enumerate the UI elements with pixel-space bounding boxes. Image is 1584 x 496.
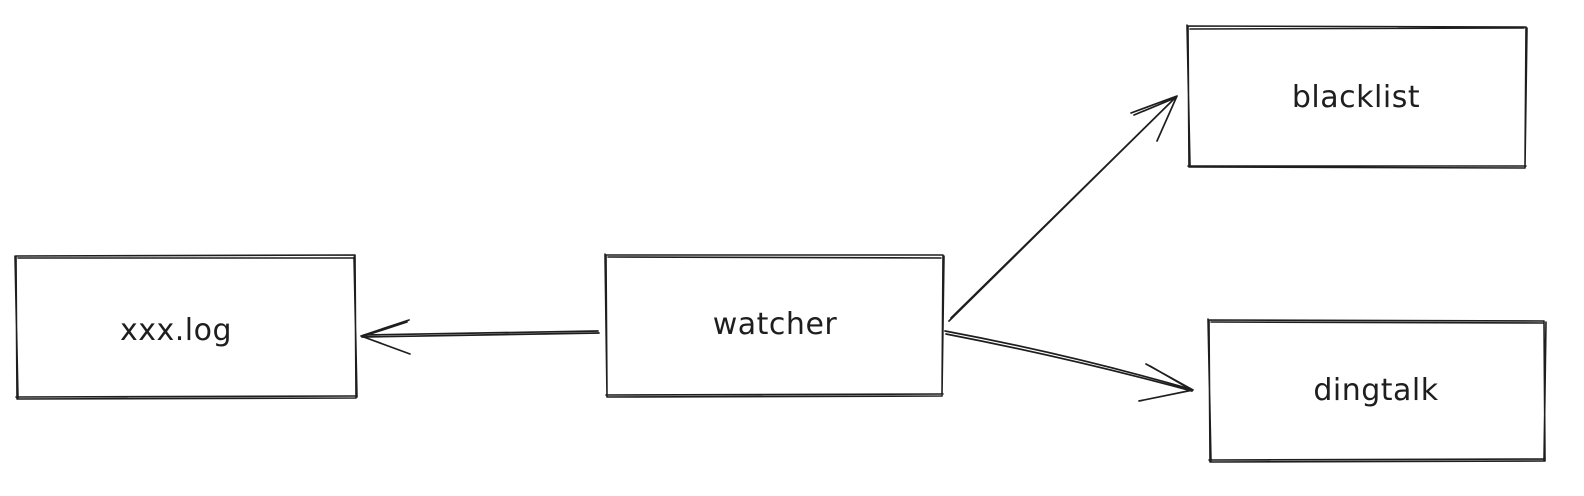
node-dingtalk-label: dingtalk: [1313, 373, 1438, 408]
edge-watcher-to-blacklist-arrowhead: [1130, 95, 1178, 142]
node-watcher-border: [604, 253, 945, 398]
edge-watcher-to-log-line: [361, 330, 600, 338]
node-blacklist-border: [1186, 24, 1528, 169]
node-blacklist-label: blacklist: [1292, 80, 1420, 115]
edge-watcher-to-log[interactable]: [360, 319, 600, 355]
node-watcher-label: watcher: [713, 307, 838, 342]
edge-watcher-to-blacklist-line: [948, 96, 1177, 322]
edge-watcher-to-dingtalk-line: [944, 330, 1193, 392]
node-log-label: xxx.log: [120, 313, 232, 348]
node-log-border: [14, 254, 358, 400]
edge-watcher-to-blacklist[interactable]: [948, 95, 1178, 322]
edge-watcher-to-dingtalk[interactable]: [944, 330, 1194, 402]
edge-watcher-to-dingtalk-arrowhead: [1138, 363, 1194, 402]
node-dingtalk-border: [1207, 318, 1547, 463]
node-watcher[interactable]: watcher: [604, 253, 945, 398]
node-log[interactable]: xxx.log: [14, 254, 358, 400]
edge-watcher-to-log-arrowhead: [360, 319, 411, 355]
node-blacklist[interactable]: blacklist: [1186, 24, 1528, 169]
node-dingtalk[interactable]: dingtalk: [1207, 318, 1547, 463]
